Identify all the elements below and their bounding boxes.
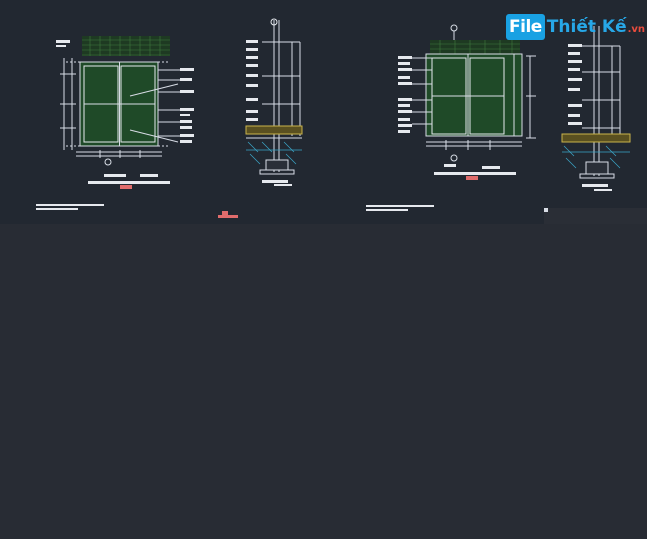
- gate-elevation-2[interactable]: [412, 24, 536, 162]
- scale-tag-center: [222, 211, 228, 215]
- logo-thietke-text: Thiết Kế: [546, 17, 627, 37]
- post-section-2[interactable]: [561, 26, 631, 179]
- gate-elevation-1-labels: [36, 40, 194, 210]
- logo-vn-text: .vn: [627, 24, 646, 35]
- scale-tag-center-base: [218, 215, 238, 218]
- cad-drawing-canvas[interactable]: [0, 0, 647, 224]
- scale-tag-1: [120, 185, 132, 189]
- gate-elevation-2-labels: [366, 56, 516, 211]
- drawing-viewport[interactable]: File Thiết Kế .vn: [0, 0, 647, 224]
- filethietke-logo: File Thiết Kế .vn: [506, 12, 645, 40]
- viewport-edge-block: [544, 208, 647, 224]
- post-section-2-labels: [568, 44, 612, 191]
- logo-file-text: File: [506, 14, 545, 40]
- scale-tag-2: [466, 176, 478, 180]
- post-section-1-labels: [246, 18, 292, 186]
- cursor-mark: [544, 208, 548, 212]
- post-section-1[interactable]: [245, 20, 303, 175]
- empty-workspace: [0, 224, 647, 539]
- gate-elevation-1[interactable]: [60, 36, 180, 166]
